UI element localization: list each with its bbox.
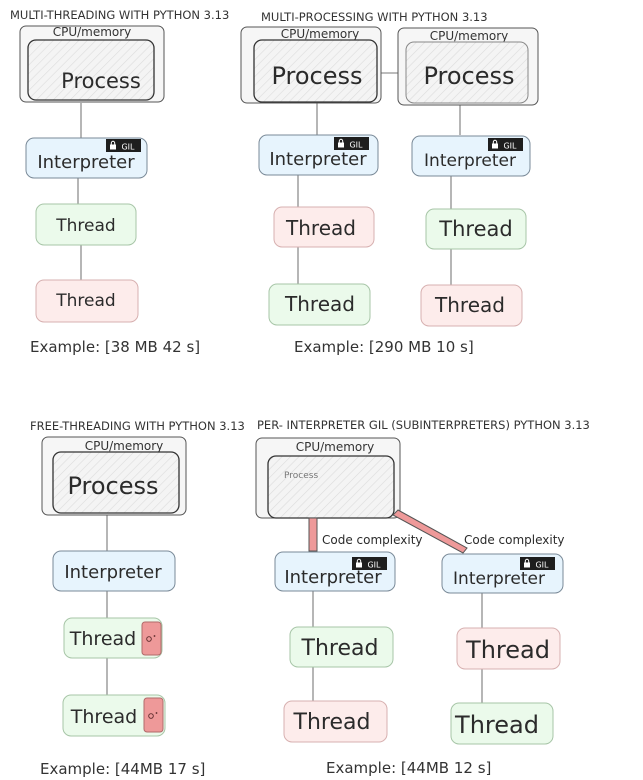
unlocked-icon — [143, 697, 164, 733]
interpreter-box: Interpreter GIL — [25, 137, 148, 179]
example-label: Example: [38 MB 42 s] — [30, 338, 200, 356]
thread-label: Thread — [55, 291, 115, 311]
gil-badge: GIL — [106, 139, 141, 152]
interpreter-label: Interpreter — [64, 562, 162, 583]
gil-badge: GIL — [488, 138, 523, 151]
process-label: Process — [423, 62, 514, 90]
section-title: FREE-THREADING WITH PYTHON 3.13 — [30, 419, 245, 433]
thread-label: Thread — [69, 628, 136, 650]
thread-box: Thread — [456, 627, 561, 670]
process-box: Process — [27, 39, 155, 101]
process-box: Process — [405, 41, 529, 104]
process-label: Process — [284, 471, 318, 481]
cpu-memory-label: CPU/memory — [85, 439, 164, 453]
thread-label: Thread — [55, 216, 115, 236]
section-multi-processing: MULTI-PROCESSING WITH PYTHON 3.13 CPU/me… — [240, 10, 539, 356]
complexity-label: Code complexity — [464, 533, 565, 547]
interpreter-label: Interpreter — [37, 152, 135, 173]
lock-icon — [356, 558, 362, 568]
process-box: Process — [52, 451, 180, 514]
interpreter-label: Interpreter — [284, 567, 382, 588]
example-label: Example: [44MB 12 s] — [326, 759, 491, 777]
complexity-label: Code complexity — [322, 533, 423, 547]
example-label: Example: [44MB 17 s] — [40, 760, 205, 778]
cpu-memory-label: CPU/memory — [296, 440, 375, 454]
thread-box: Thread — [268, 283, 371, 326]
thread-label: Thread — [465, 636, 550, 664]
interpreter-label: Interpreter — [269, 149, 367, 170]
thread-box: Thread — [283, 700, 388, 743]
thread-label: Thread — [293, 710, 371, 735]
gil-badge: GIL — [520, 557, 555, 570]
process-box: Process — [267, 455, 395, 519]
thread-box: Thread — [35, 203, 137, 246]
interpreter-box: Interpreter GIL — [258, 134, 379, 176]
interpreter-box: Interpreter — [52, 550, 176, 592]
process-label: Process — [67, 472, 158, 500]
interpreter-label: Interpreter — [453, 569, 545, 589]
thread-box: Thread — [450, 702, 554, 745]
gil-label: GIL — [535, 561, 549, 570]
section-free-threading: FREE-THREADING WITH PYTHON 3.13 CPU/memo… — [30, 419, 245, 778]
thread-label: Thread — [285, 216, 356, 240]
cpu-memory-label: CPU/memory — [430, 29, 509, 43]
gil-label: GIL — [121, 143, 135, 152]
thread-label: Thread — [434, 293, 505, 317]
section-title: MULTI-PROCESSING WITH PYTHON 3.13 — [261, 10, 488, 24]
lock-icon — [492, 139, 498, 149]
section-title: PER- INTERPRETER GIL (SUBINTERPRETERS) P… — [257, 418, 590, 432]
thread-label: Thread — [284, 292, 355, 316]
thread-box: Thread — [289, 626, 394, 668]
thread-box: Thread — [420, 284, 523, 327]
lock-icon — [338, 138, 344, 148]
thread-box: Thread — [62, 694, 166, 737]
thread-label: Thread — [438, 217, 512, 241]
gil-badge: GIL — [334, 137, 369, 150]
process-box: Process — [253, 39, 378, 103]
section-title: MULTI-THREADING WITH PYTHON 3.13 — [10, 8, 229, 22]
gil-label: GIL — [503, 142, 517, 151]
thread-box: Thread — [273, 206, 375, 248]
complexity-bar — [308, 517, 318, 552]
section-subinterpreters: PER- INTERPRETER GIL (SUBINTERPRETERS) P… — [255, 418, 590, 777]
interpreter-box: Interpreter GIL — [274, 551, 396, 592]
interpreter-box: Interpreter GIL — [441, 553, 564, 594]
section-multi-threading: MULTI-THREADING WITH PYTHON 3.13 CPU/mem… — [10, 8, 229, 356]
process-label: Process — [271, 62, 362, 90]
interpreter-box: Interpreter GIL — [411, 135, 531, 177]
unlocked-icon — [141, 621, 162, 656]
thread-label: Thread — [301, 636, 379, 661]
thread-box: Thread — [63, 617, 163, 659]
thread-label: Thread — [454, 711, 539, 739]
gil-label: GIL — [349, 141, 363, 150]
gil-badge: GIL — [352, 557, 387, 570]
example-label: Example: [290 MB 10 s] — [294, 338, 474, 356]
thread-label: Thread — [70, 706, 137, 728]
gil-label: GIL — [367, 561, 381, 570]
lock-icon — [524, 558, 530, 568]
thread-box: Thread — [35, 279, 139, 323]
cpu-memory-label: CPU/memory — [53, 25, 132, 39]
cpu-memory-label: CPU/memory — [281, 27, 360, 41]
thread-box: Thread — [425, 208, 527, 250]
interpreter-label: Interpreter — [424, 151, 516, 171]
lock-icon — [110, 140, 116, 150]
complexity-bar — [392, 509, 468, 554]
process-label: Process — [61, 69, 141, 93]
